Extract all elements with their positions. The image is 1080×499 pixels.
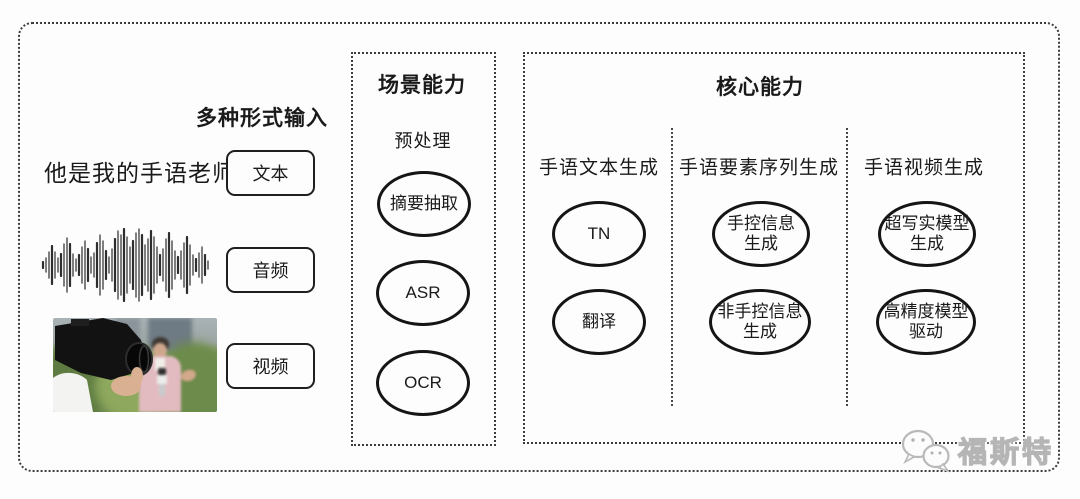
node-hyperrealistic-model-generation: 超写实模型 生成: [878, 201, 976, 267]
text-input-label: 文本: [252, 164, 289, 184]
core-capability-box: [523, 52, 1025, 444]
reporter-hand: [179, 367, 198, 384]
column-header-text-generation: 手语文本生成: [538, 157, 660, 179]
node-manual-info-generation: 手控信息 生成: [712, 201, 810, 267]
node-summary-extraction: 摘要抽取: [377, 171, 471, 237]
watermark: 福斯特: [898, 427, 1054, 473]
sample-sentence-text: 他是我的手语老师: [44, 160, 236, 186]
audio-input-label: 音频: [252, 261, 289, 281]
reporter-figure: [53, 318, 217, 412]
video-frame-photo: [53, 318, 217, 412]
watermark-text: 福斯特: [957, 436, 1055, 469]
column-divider: [846, 128, 848, 406]
reporter-face: [153, 343, 167, 358]
text-input-box: 文本: [226, 150, 315, 196]
node-non-manual-info-generation: 非手控信息 生成: [709, 289, 811, 355]
audio-input-box: 音频: [226, 247, 315, 293]
outer-dotted-frame: [18, 22, 1060, 472]
column-divider: [671, 128, 673, 406]
column-header-element-sequence: 手语要素序列生成: [678, 157, 840, 179]
scene-capability-title: 场景能力: [378, 74, 466, 97]
audio-waveform-icon: [41, 227, 209, 303]
reporter-shirt: [155, 358, 165, 371]
node-high-precision-model-driving: 高精度模型 驱动: [876, 289, 976, 355]
microphone-handle: [159, 384, 165, 396]
column-header-video-generation: 手语视频生成: [863, 157, 985, 179]
node-translation: 翻译: [552, 289, 646, 355]
input-forms-label: 多种形式输入: [196, 107, 328, 130]
video-input-label: 视频: [252, 357, 289, 377]
video-input-box: 视频: [226, 343, 315, 389]
preprocess-label: 预处理: [394, 131, 452, 151]
camera-silhouette: [53, 318, 153, 412]
node-ocr: OCR: [376, 350, 470, 416]
scene-capability-box: [351, 52, 496, 446]
node-asr: ASR: [376, 260, 470, 326]
chat-bubbles-icon: [901, 429, 951, 473]
node-tn: TN: [552, 201, 646, 267]
microphone-icon: [158, 368, 166, 375]
microphone-label: [157, 375, 167, 384]
core-capability-title: 核心能力: [716, 76, 804, 99]
